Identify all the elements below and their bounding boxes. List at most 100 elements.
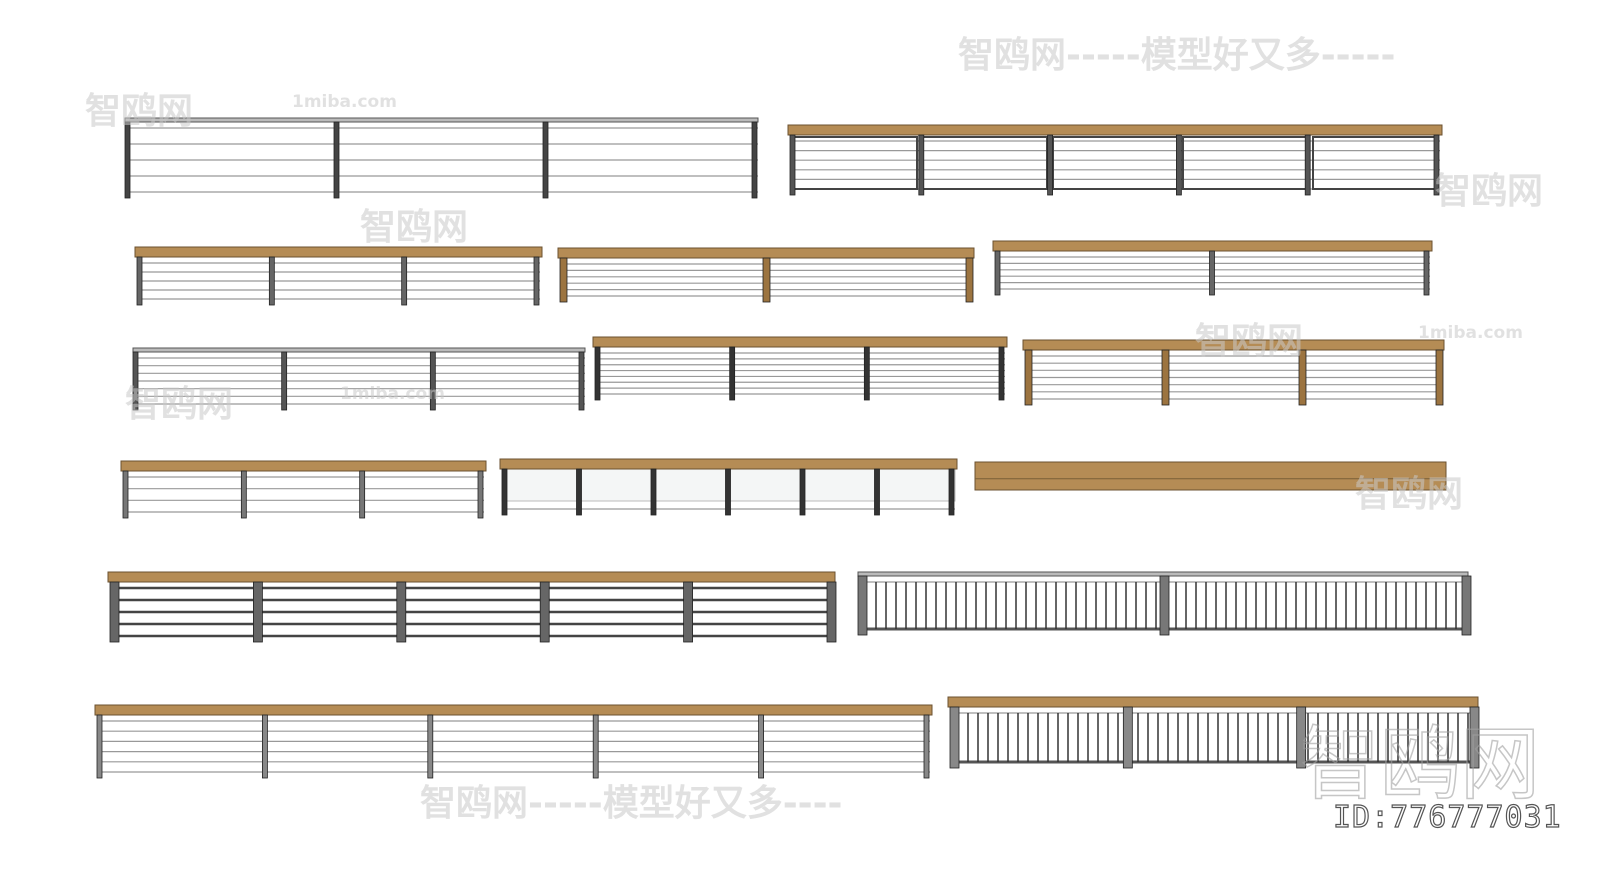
railing-post — [799, 468, 806, 516]
railing-model-3 — [134, 246, 543, 306]
railing-post — [542, 121, 549, 199]
wood-handrail — [499, 458, 958, 470]
railing-post — [1209, 250, 1215, 296]
railing-post — [857, 575, 868, 636]
panel-frame — [792, 136, 918, 190]
railing-post — [1176, 134, 1182, 196]
railing-post — [333, 121, 340, 199]
wood-handrail — [947, 696, 1479, 708]
metal-handrail — [132, 347, 586, 353]
railing-model-8 — [1022, 339, 1445, 406]
railing-model-12 — [107, 571, 837, 643]
railing-post — [826, 581, 837, 643]
wood-handrail — [974, 461, 1447, 491]
watermark-top-right: 智鸥网-----模型好又多----- — [958, 35, 1396, 76]
railing-post — [477, 470, 484, 519]
railing-model-7 — [592, 336, 1008, 401]
railing-post — [261, 714, 268, 779]
railing-post — [124, 121, 131, 199]
railing-post — [948, 468, 955, 516]
railing-post — [401, 256, 408, 306]
watermark-brand: 智鸥网 — [1195, 321, 1304, 362]
panel-frame — [1052, 136, 1178, 190]
railing-post — [559, 257, 568, 303]
watermark-site: 1miba.com — [340, 384, 445, 404]
watermark-site: 1miba.com — [292, 92, 397, 112]
watermark-brand: 智鸥网 — [85, 91, 194, 132]
railing-post — [918, 134, 925, 196]
railing-model-4 — [557, 247, 975, 303]
railing-post — [501, 468, 508, 516]
railing-model-15 — [947, 696, 1480, 769]
railing-post — [281, 351, 288, 411]
railing-post — [1122, 706, 1133, 769]
railing-post — [240, 470, 247, 519]
railing-post — [578, 351, 585, 411]
railing-post — [751, 121, 758, 199]
railing-post — [576, 468, 582, 516]
railing-post — [1433, 134, 1440, 196]
railing-post — [533, 256, 540, 306]
railing-post — [136, 256, 143, 306]
railing-post — [874, 468, 880, 516]
railing-post — [592, 714, 599, 779]
wood-handrail — [592, 336, 1008, 348]
railing-post — [1435, 349, 1444, 406]
railing-post — [427, 714, 434, 779]
watermark-brand: 智鸥网 — [1435, 171, 1544, 212]
railing-post — [965, 257, 974, 303]
railing-model-14 — [94, 704, 933, 779]
panel-frame — [1312, 136, 1438, 190]
railing-post — [863, 346, 870, 401]
metal-handrail — [857, 571, 1469, 577]
model-id-label: ID:776777031 — [1332, 799, 1562, 835]
railing-model-2 — [787, 124, 1443, 196]
railing-post — [998, 346, 1005, 401]
panel-frame — [922, 136, 1048, 190]
wood-handrail — [1022, 339, 1445, 351]
railing-post — [1461, 575, 1472, 636]
railing-post — [429, 351, 436, 411]
railing-post — [1024, 349, 1033, 406]
railing-post — [396, 581, 407, 643]
railing-model-6 — [132, 347, 586, 411]
railing-post — [762, 257, 771, 303]
railing-model-9 — [120, 460, 487, 519]
railing-post — [1304, 134, 1311, 196]
wood-handrail — [134, 246, 543, 258]
railing-post — [650, 468, 657, 516]
railing-model-11 — [974, 461, 1447, 491]
railing-post — [252, 581, 263, 643]
railing-post — [949, 706, 960, 769]
wood-handrail — [787, 124, 1443, 136]
railing-post — [539, 581, 550, 643]
metal-handrail — [124, 117, 759, 123]
railing-post — [109, 581, 120, 643]
panel-frame — [1182, 136, 1308, 190]
railing-post — [758, 714, 764, 779]
railing-post — [359, 470, 366, 519]
railing-post — [923, 714, 930, 779]
watermark-brand: 智鸥网 — [125, 384, 234, 425]
railing-post — [96, 714, 103, 779]
watermark-brand: 智鸥网 — [360, 207, 469, 248]
railing-post — [1298, 349, 1307, 406]
railing-post — [268, 256, 275, 306]
railing-model-5 — [992, 240, 1433, 296]
railing-post — [683, 581, 693, 643]
railing-post — [1161, 349, 1170, 406]
railing-post — [1159, 575, 1170, 636]
railing-post — [1469, 706, 1480, 769]
railing-post — [729, 346, 736, 401]
watermark-logo: 智鸥网 — [1299, 717, 1541, 812]
wood-handrail — [992, 240, 1433, 252]
watermark-bottom-center: 智鸥网-----模型好又多---- — [420, 783, 843, 824]
railing-model-1 — [124, 117, 759, 199]
railing-post — [725, 468, 731, 516]
railing-post — [132, 351, 139, 411]
railing-post — [789, 134, 796, 196]
railing-model-13 — [857, 571, 1472, 636]
railing-post — [1296, 706, 1307, 769]
railing-post — [994, 250, 1001, 296]
